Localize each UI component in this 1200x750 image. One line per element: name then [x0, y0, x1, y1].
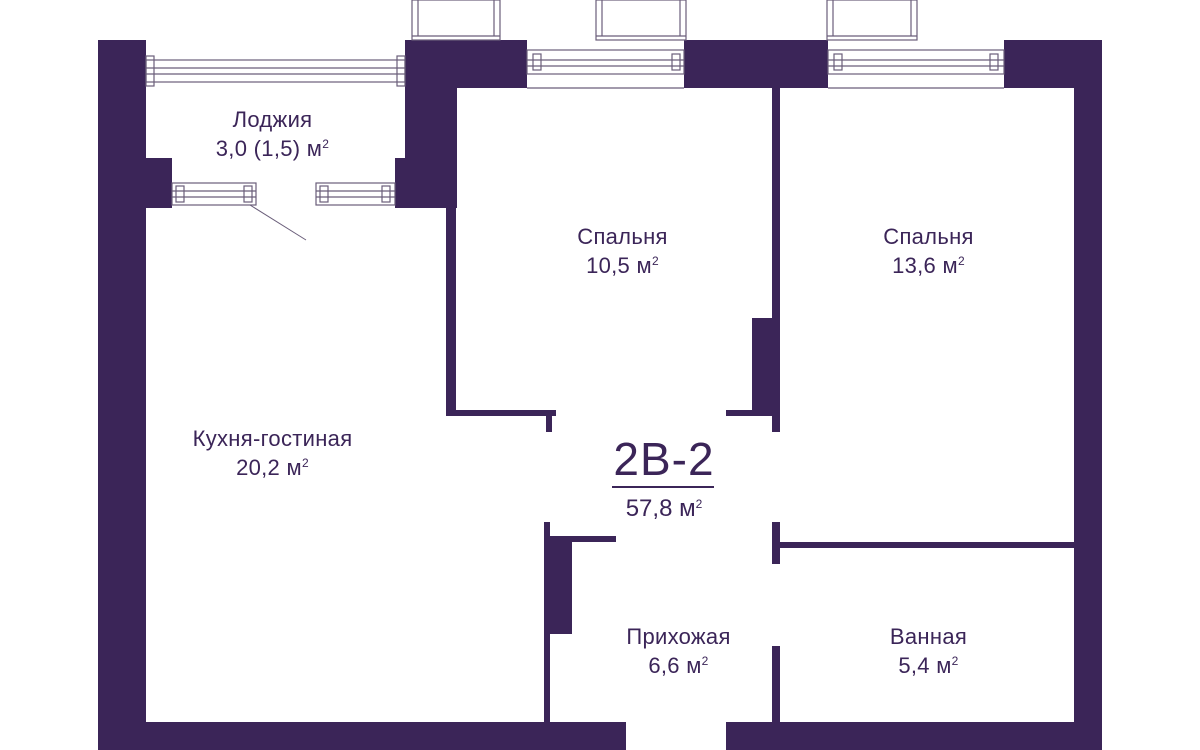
wall-hallway-left — [544, 522, 550, 722]
room-bathroom-name: Ванная — [889, 624, 968, 649]
windows — [145, 0, 1005, 241]
room-bathroom-area: 5,4 м — [898, 653, 952, 678]
wall-hallway-block — [550, 536, 572, 634]
window-bedroom2 — [827, 49, 1005, 75]
plan-code: 2В-2 — [613, 433, 715, 485]
room-bedroom1-area-line: 10,5 м2 — [510, 251, 735, 280]
room-kitchen-sup: 2 — [301, 456, 309, 470]
room-kitchen-name: Кухня-гостиная — [192, 426, 353, 451]
room-loggia-sup: 2 — [322, 137, 330, 151]
room-bedroom2-name: Спальня — [883, 224, 974, 249]
wall-bath-top — [772, 542, 1074, 548]
room-hallway-name: Прихожая — [626, 624, 731, 649]
room-bedroom1-label: Спальня 10,5 м2 — [510, 222, 735, 280]
wall-hallway-top — [544, 536, 616, 542]
wall-right — [1074, 40, 1102, 750]
room-bathroom-area-line: 5,4 м2 — [816, 651, 1041, 680]
room-bedroom2-label: Спальня 13,6 м2 — [816, 222, 1041, 280]
room-kitchen-label: Кухня-гостиная 20,2 м2 — [140, 424, 405, 482]
room-bedroom2-sup: 2 — [957, 254, 965, 268]
room-bedroom1-name: Спальня — [577, 224, 668, 249]
room-kitchen-area-line: 20,2 м2 — [140, 453, 405, 482]
plan-code-underline — [612, 486, 714, 488]
window-bedroom1 — [526, 49, 685, 75]
room-bedroom1-area: 10,5 м — [586, 253, 652, 278]
room-hallway-area-line: 6,6 м2 — [566, 651, 791, 680]
room-bedroom2-area: 13,6 м — [892, 253, 958, 278]
wall-bedroom-divider — [772, 88, 780, 432]
plan-total-area: 57,8 м2 — [560, 494, 768, 524]
room-hallway-sup: 2 — [701, 654, 709, 668]
balcony-frame-1 — [595, 0, 687, 41]
room-bathroom-sup: 2 — [951, 654, 959, 668]
room-loggia-label: Лоджия 3,0 (1,5) м2 — [160, 105, 385, 163]
window-kitchen-left — [171, 182, 257, 206]
wall-bottom-left — [98, 722, 626, 750]
wall-left — [98, 40, 146, 750]
plan-total-area-value: 57,8 м — [625, 495, 696, 522]
wall-bedroom-divider-block — [752, 318, 778, 416]
wall-top-block-2 — [684, 40, 828, 88]
room-loggia-area-line: 3,0 (1,5) м2 — [160, 134, 385, 163]
door-swing-loggia — [249, 204, 307, 241]
room-bedroom2-area-line: 13,6 м2 — [816, 251, 1041, 280]
room-loggia-name: Лоджия — [232, 107, 313, 132]
plan-total-area-sup: 2 — [695, 497, 703, 511]
window-loggia-top — [145, 59, 406, 83]
walls — [98, 40, 1102, 750]
balcony-frame-2 — [826, 0, 918, 41]
room-bathroom-label: Ванная 5,4 м2 — [816, 622, 1041, 680]
wall-bedroom1-door-stub — [546, 416, 552, 432]
room-hallway-area: 6,6 м — [648, 653, 702, 678]
wall-bedroom1-left — [446, 88, 456, 414]
wall-loggia-left-block — [98, 158, 172, 208]
window-kitchen-right — [315, 182, 396, 206]
room-loggia-area: 3,0 (1,5) м — [215, 136, 323, 161]
room-kitchen-area: 20,2 м — [236, 455, 302, 480]
wall-bath-left-bottom — [772, 646, 780, 722]
wall-bedroom1-bottom — [446, 410, 556, 416]
wall-bottom-right — [726, 722, 1102, 750]
room-hallway-label: Прихожая 6,6 м2 — [566, 622, 791, 680]
balcony-frame-loggia — [411, 0, 501, 41]
room-bedroom1-sup: 2 — [651, 254, 659, 268]
